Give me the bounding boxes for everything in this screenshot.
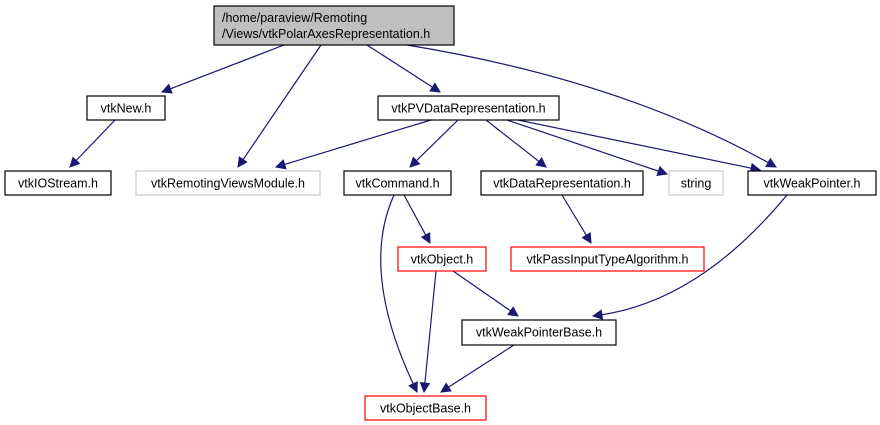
node-box [343,170,452,196]
arrowhead [237,156,248,168]
edge-vtkNew-to-vtkIOStream [75,119,116,161]
node-vtkObject[interactable]: vtkObject.h [397,246,487,272]
node-box [668,170,724,196]
edge-vtkObject-to-vtkObjectBase [424,270,437,384]
edge-vtkPVDataRepresentation-to-string [506,119,659,172]
node-box [461,319,617,346]
node-vtkObjectBase[interactable]: vtkObjectBase.h [364,395,487,421]
edge-vtkCommand-to-vtkObjectBase [380,194,414,385]
node-box [747,170,877,196]
node-vtkIOStream[interactable]: vtkIOStream.h [4,170,112,196]
edge-vtkPVDataRepresentation-to-vtkWeakPointer [517,119,752,169]
edge-vtkObject-to-vtkWeakPointerBase [452,270,511,312]
arrowhead [440,382,452,393]
edge-vtkCommand-to-vtkObject [403,194,427,236]
edge-root-to-vtkRemotingViewsModule [242,44,322,160]
node-vtkPVDataRepresentation[interactable]: vtkPVDataRepresentation.h [377,95,560,121]
node-label: vtkPVDataRepresentation.h [391,102,545,116]
node-vtkWeakPointerBase[interactable]: vtkWeakPointerBase.h [461,319,617,346]
arrowhead [765,157,777,168]
edge-vtkDataRepresentation-to-vtkPassInputTypeAlgorithm [561,194,587,236]
node-label: vtkNew.h [101,102,152,116]
node-label: vtkRemotingViewsModule.h [151,177,305,191]
edges [69,44,788,394]
arrowhead [419,382,431,394]
node-vtkRemotingViewsModule: vtkRemotingViewsModule.h [135,170,321,196]
node-box [480,170,644,196]
node-label: vtkIOStream.h [18,177,98,191]
node-label: string [681,177,712,191]
arrowhead [160,83,173,94]
node-box [510,246,705,272]
nodes: /home/paraview/Remoting/Views/vtkPolarAx… [4,5,877,421]
node-label: /Views/vtkPolarAxesRepresentation.h [222,27,430,41]
node-vtkDataRepresentation[interactable]: vtkDataRepresentation.h [480,170,644,196]
arrowhead [591,309,604,320]
arrowhead [274,159,287,170]
arrowhead [429,82,441,93]
node-box [135,170,321,196]
edge-root-to-vtkWeakPointer [406,44,769,164]
node-label: vtkObject.h [411,253,474,267]
node-vtkCommand[interactable]: vtkCommand.h [343,170,452,196]
arrowhead [507,306,519,317]
node-label: vtkWeakPointerBase.h [476,326,602,340]
node-label: vtkObjectBase.h [380,402,471,416]
node-box [377,95,560,121]
node-vtkWeakPointer[interactable]: vtkWeakPointer.h [747,170,877,196]
edge-root-to-vtkPVDataRepresentation [366,44,433,88]
arrowhead [408,381,418,394]
arrowhead [69,156,81,168]
edge-vtkPVDataRepresentation-to-vtkDataRepresentation [485,119,540,162]
edge-vtkPVDataRepresentation-to-vtkRemotingViewsModule [284,119,432,165]
node-box [86,95,166,121]
node-box [364,395,487,421]
node-label: vtkDataRepresentation.h [493,177,631,191]
node-string: string [668,170,724,196]
arrowhead [581,232,592,244]
node-label: vtkPassInputTypeAlgorithm.h [527,253,689,267]
node-box [397,246,487,272]
node-label: vtkCommand.h [355,177,439,191]
edge-vtkPVDataRepresentation-to-vtkCommand [416,119,459,162]
arrowhead [656,165,669,176]
arrowhead [535,156,547,168]
node-vtkNew[interactable]: vtkNew.h [86,95,166,121]
node-label: /home/paraview/Remoting [222,11,367,25]
node-box [213,5,455,46]
edge-vtkWeakPointer-to-vtkWeakPointerBase [601,194,788,316]
arrowhead [420,232,431,244]
edge-vtkWeakPointerBase-to-vtkObjectBase [448,344,515,388]
edge-root-to-vtkNew [170,44,285,90]
node-box [4,170,112,196]
arrowhead [409,156,421,168]
node-label: vtkWeakPointer.h [763,177,860,191]
node-root[interactable]: /home/paraview/Remoting/Views/vtkPolarAx… [213,5,455,46]
node-vtkPassInputTypeAlgorithm[interactable]: vtkPassInputTypeAlgorithm.h [510,246,705,272]
